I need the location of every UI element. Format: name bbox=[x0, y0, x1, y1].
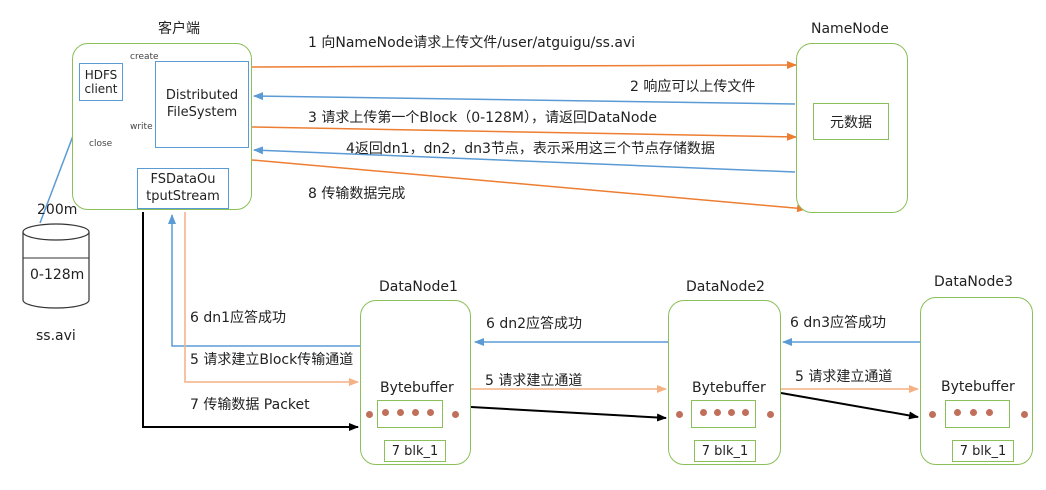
packet-dot bbox=[970, 409, 977, 416]
create-label: create bbox=[130, 52, 159, 62]
datanode2-buffer-label: Bytebuffer bbox=[692, 380, 766, 396]
namenode-title: NameNode bbox=[811, 21, 889, 37]
arrow-step1 bbox=[251, 61, 797, 70]
datanode2-block-label: 7 blk_1 bbox=[701, 443, 749, 459]
step1-label: 1 向NameNode请求上传文件/user/atguigu/ss.avi bbox=[308, 35, 636, 51]
metadata-box: 元数据 bbox=[813, 103, 889, 140]
distributed-fs-label: Distributed FileSystem bbox=[165, 87, 239, 120]
packet-dot bbox=[427, 409, 434, 416]
write-label: write bbox=[130, 122, 153, 132]
arrow-step2 bbox=[253, 92, 796, 105]
packet-dot bbox=[929, 411, 936, 418]
datanode1-buffer-label: Bytebuffer bbox=[380, 380, 454, 396]
step6-dn3-label: 6 dn3应答成功 bbox=[790, 315, 887, 331]
hdfs-client-box: HDFS client bbox=[79, 63, 123, 101]
packet-dot bbox=[676, 411, 683, 418]
fsdataoutputstream-label: FSDataOu tputStream bbox=[146, 171, 220, 204]
step6-dn2-label: 6 dn2应答成功 bbox=[486, 316, 583, 332]
arrow-ack-dn1 bbox=[168, 214, 360, 347]
arrow-step4 bbox=[253, 146, 796, 173]
file-name-label: ss.avi bbox=[36, 328, 76, 344]
arrow-step8 bbox=[251, 159, 807, 213]
step5-client-label: 5 请求建立Block传输通道 bbox=[190, 352, 354, 368]
arrow-packet-dn3 bbox=[780, 392, 919, 420]
packet-dot bbox=[742, 409, 749, 416]
packet-dot bbox=[954, 409, 961, 416]
arrow-packet-dn2 bbox=[470, 406, 667, 422]
datanode3-block-label: 7 blk_1 bbox=[959, 443, 1007, 459]
packet-dot bbox=[452, 411, 459, 418]
datanode3-block-box: 7 blk_1 bbox=[952, 440, 1014, 462]
step5-dn2-label: 5 请求建立通道 bbox=[795, 369, 893, 385]
datanode1-block-label: 7 blk_1 bbox=[391, 443, 439, 459]
packet-dot bbox=[714, 409, 721, 416]
datanode1-container bbox=[360, 300, 471, 465]
packet-dot bbox=[412, 409, 419, 416]
hdfs-client-label: HDFS client bbox=[84, 67, 118, 96]
step8-label: 8 传输数据完成 bbox=[308, 186, 406, 202]
packet-dot bbox=[397, 409, 404, 416]
datanode1-title: DataNode1 bbox=[379, 279, 458, 295]
file-block-label: 0-128m bbox=[30, 267, 85, 283]
file-size-label: 200m bbox=[37, 202, 78, 218]
arrow-packet-dn1 bbox=[142, 212, 359, 431]
metadata-label: 元数据 bbox=[830, 114, 872, 131]
arrow-pipeline-dn1 bbox=[184, 212, 359, 386]
datanode2-title: DataNode2 bbox=[686, 279, 765, 295]
distributed-fs-box: Distributed FileSystem bbox=[155, 61, 249, 148]
arrow-step3 bbox=[251, 126, 797, 141]
fsdataoutputstream-box: FSDataOu tputStream bbox=[137, 168, 229, 209]
datanode2-block-box: 7 blk_1 bbox=[694, 440, 756, 462]
packet-dot bbox=[767, 411, 774, 418]
step7-label: 7 传输数据 Packet bbox=[190, 397, 310, 413]
datanode1-block-box: 7 blk_1 bbox=[384, 440, 446, 462]
client-title: 客户端 bbox=[158, 21, 200, 37]
step2-label: 2 响应可以上传文件 bbox=[630, 79, 756, 95]
datanode2-container bbox=[668, 300, 781, 465]
step3-label: 3 请求上传第一个Block（0-128M），请返回DataNode bbox=[308, 110, 657, 126]
packet-dot bbox=[1021, 411, 1028, 418]
packet-dot bbox=[366, 411, 373, 418]
packet-dot bbox=[986, 409, 993, 416]
datanode3-container bbox=[920, 297, 1033, 465]
packet-dot bbox=[700, 409, 707, 416]
datanode3-title: DataNode3 bbox=[934, 274, 1013, 290]
packet-dot bbox=[728, 409, 735, 416]
datanode3-buffer-label: Bytebuffer bbox=[941, 379, 1015, 395]
close-label: close bbox=[89, 139, 113, 149]
packet-dot bbox=[382, 409, 389, 416]
step6-dn1-label: 6 dn1应答成功 bbox=[190, 310, 287, 326]
step5-dn1-label: 5 请求建立通道 bbox=[485, 373, 583, 389]
file-cylinder bbox=[22, 223, 90, 309]
step4-label: 4返回dn1，dn2，dn3节点，表示采用这三个节点存储数据 bbox=[346, 141, 715, 157]
